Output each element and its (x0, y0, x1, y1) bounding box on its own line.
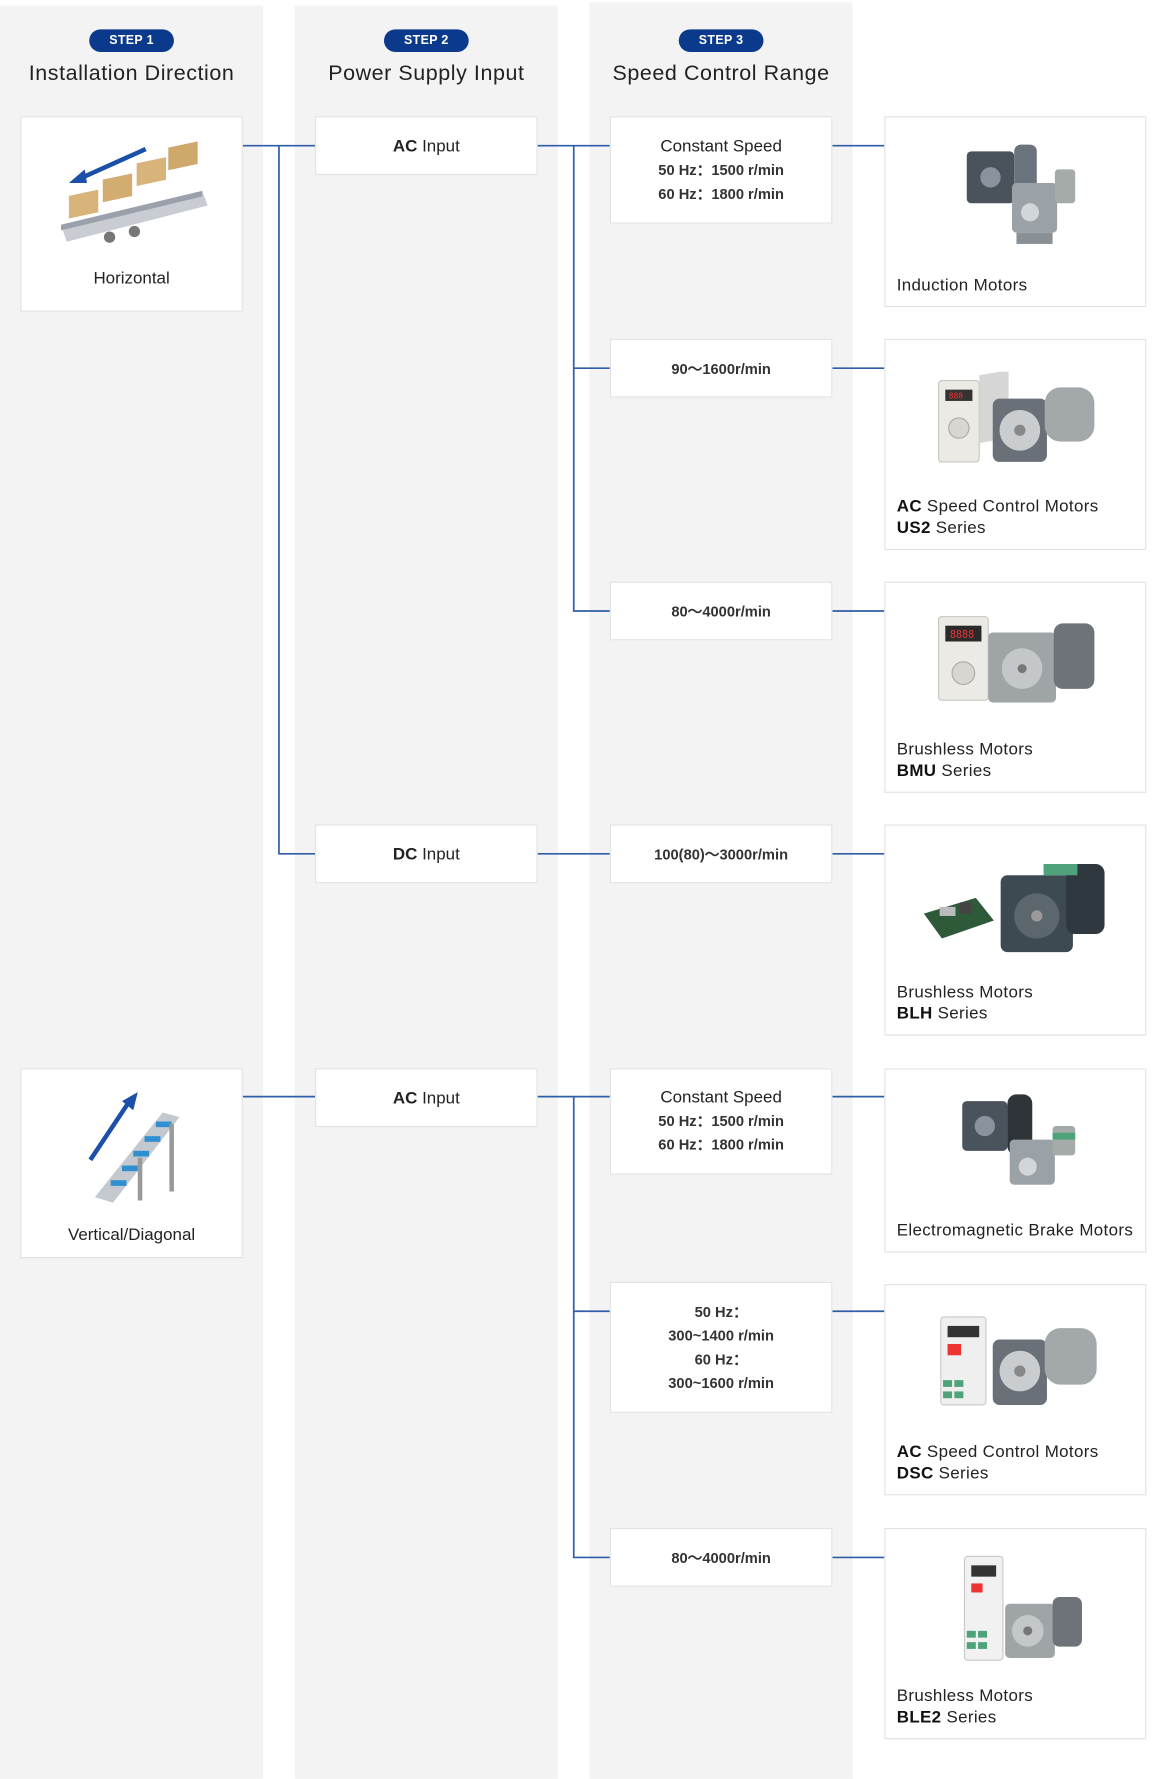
install-label-horizontal: Horizontal (93, 268, 170, 288)
product-label-induction: Induction Motors (896, 275, 1028, 295)
product-card-brake[interactable]: Electromagnetic Brake Motors (884, 1068, 1147, 1253)
product-label-bmu: Brushless Motors BMU Series (896, 739, 1034, 781)
inclined-conveyor-icon (88, 1092, 180, 1203)
svg-text:888: 888 (949, 392, 964, 401)
speed-line: 60 Hz： (694, 1350, 748, 1368)
install-card-horizontal[interactable]: Horizontal (20, 116, 243, 312)
speed-card-3[interactable]: 80～4000r/min (609, 581, 833, 641)
speed-line: 300~1400 r/min (668, 1327, 774, 1344)
product-card-us2[interactable]: 888 AC Speed Control Motors US2 Series (884, 338, 1147, 551)
induction-motor-icon (966, 144, 1076, 244)
product-card-ble2[interactable]: Brushless Motors BLE2 Series (884, 1528, 1147, 1740)
step1-header: STEP 1 Installation Direction (0, 29, 263, 87)
product-label-blh: Brushless Motors BLH Series (896, 982, 1034, 1024)
horizontal-conveyor-icon (60, 141, 208, 243)
step1-badge: STEP 1 (88, 29, 175, 52)
install-card-vertical[interactable]: Vertical/Diagonal (20, 1068, 243, 1259)
speed-card-2[interactable]: 90～1600r/min (609, 338, 833, 398)
speed-line: 300~1600 r/min (668, 1374, 774, 1392)
product-label-us2: AC Speed Control Motors US2 Series (896, 496, 1099, 538)
step3-column (589, 2, 853, 1779)
step3-badge: STEP 3 (678, 29, 764, 52)
bmu-motor-icon: 8888 (937, 616, 1095, 703)
us2-motor-icon: 888 (937, 371, 1095, 463)
speed-line: 90～1600r/min (671, 359, 771, 377)
product-label-ble2: Brushless Motors BLE2 Series (896, 1686, 1034, 1727)
speed-card-5[interactable]: Constant Speed 50 Hz：1500 r/min 60 Hz：18… (609, 1068, 833, 1175)
input-card-ac-1[interactable]: AC Input (315, 116, 538, 176)
brake-motor-icon (962, 1094, 1076, 1185)
input-card-ac-2[interactable]: AC Input (315, 1068, 538, 1128)
ble2-motor-icon (963, 1555, 1082, 1661)
speed-line: 50 Hz：1500 r/min (658, 1112, 784, 1130)
input-card-dc[interactable]: DC Input (315, 824, 538, 884)
svg-text:8888: 8888 (950, 630, 974, 641)
speed-line: 80～4000r/min (671, 1548, 771, 1566)
product-card-induction[interactable]: Induction Motors (884, 116, 1147, 308)
product-card-bmu[interactable]: 8888 Brushless Motors BMU Series (884, 581, 1147, 793)
speed-card-6[interactable]: 50 Hz： 300~1400 r/min 60 Hz： 300~1600 r/… (609, 1281, 833, 1413)
speed-line: 50 Hz：1500 r/min (658, 160, 784, 178)
speed-line: 60 Hz：1800 r/min (658, 1136, 784, 1154)
speed-card-1[interactable]: Constant Speed 50 Hz：1500 r/min 60 Hz：18… (609, 116, 833, 224)
blh-motor-icon (923, 863, 1105, 953)
speed-card-7[interactable]: 80～4000r/min (609, 1528, 833, 1587)
product-label-dsc: AC Speed Control Motors DSC Series (896, 1442, 1099, 1483)
input-label-dc: DC Input (392, 844, 460, 864)
step2-column (294, 5, 558, 1779)
input-label-ac-2: AC Input (392, 1088, 460, 1108)
step1-title: Installation Direction (28, 62, 235, 86)
speed-line: 50 Hz： (694, 1303, 748, 1321)
speed-line: 60 Hz：1800 r/min (658, 184, 784, 202)
speed-title-1: Constant Speed (660, 136, 782, 156)
dsc-motor-icon (940, 1316, 1097, 1406)
step3-header: STEP 3 Speed Control Range (590, 29, 853, 87)
install-label-vertical: Vertical/Diagonal (67, 1225, 196, 1245)
product-card-dsc[interactable]: AC Speed Control Motors DSC Series (884, 1284, 1147, 1496)
speed-line: 80～4000r/min (671, 602, 771, 620)
product-label-brake: Electromagnetic Brake Motors (896, 1220, 1134, 1241)
speed-line: 100(80)～3000r/min (654, 845, 789, 863)
step3-title: Speed Control Range (612, 62, 830, 86)
product-card-blh[interactable]: Brushless Motors BLH Series (884, 824, 1147, 1036)
step2-badge: STEP 2 (383, 29, 469, 52)
step2-title: Power Supply Input (328, 62, 525, 86)
speed-title-5: Constant Speed (660, 1087, 782, 1107)
step2-header: STEP 2 Power Supply Input (295, 29, 558, 87)
speed-card-4[interactable]: 100(80)～3000r/min (609, 824, 833, 884)
input-label-ac-1: AC Input (392, 136, 460, 156)
